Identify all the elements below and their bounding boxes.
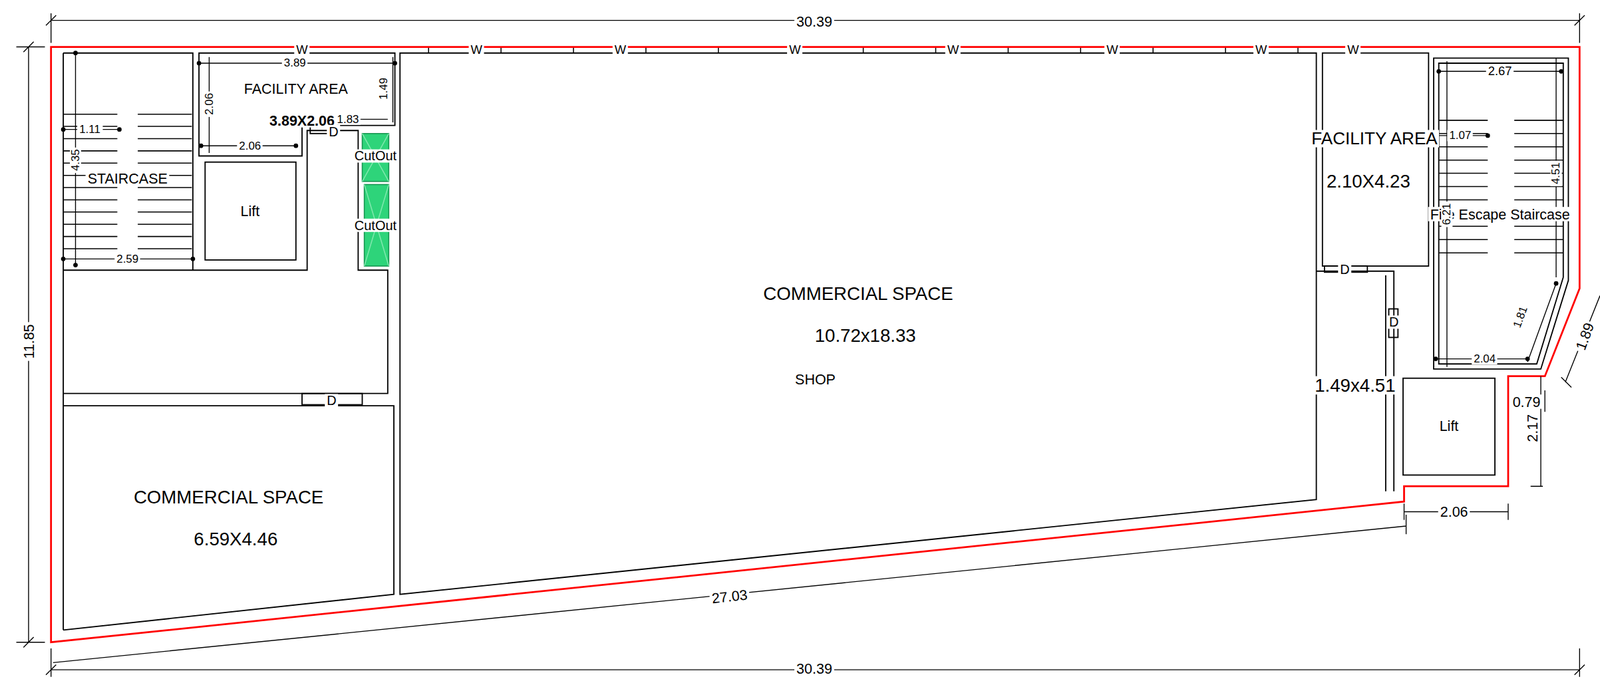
room-area: Lift [204,162,297,261]
dimension-label: 2.06 [236,140,263,152]
opening-mark: D [1387,315,1402,329]
dimension-label: 30.39 [794,13,835,28]
stair-treads [63,114,192,249]
dimension-label: 2.67 [1486,65,1515,78]
room-area: CutOut [347,184,404,267]
opening-mark: W [294,43,311,56]
room-label: FACILITY AREA [1309,129,1440,148]
opening-mark: D [324,393,339,408]
room-area: STAIRCASE [63,53,193,271]
dimension-label: 2.59 [114,253,141,265]
dimension-label: 2.17 [1525,412,1540,445]
room-area: COMMERCIAL SPACE 6.59X4.46 [63,405,394,631]
dimension-label: 2.06 [1438,504,1471,519]
dimension-label: 2.04 [1471,353,1498,365]
dimension-label: 1.49 [377,75,390,102]
dimension-label: 0.79 [1510,394,1543,409]
stair-treads [1439,120,1564,253]
dimension-label: 1.07 [1446,129,1473,142]
dimension-label: 3.89 [282,57,309,70]
room-label: CutOut [352,218,399,233]
facility-wall [1322,53,1430,267]
room-label: 2.10X4.23 [1324,172,1413,191]
room-area: FACILITY AREA 2.10X4.23 [1303,53,1445,267]
room-label: CutOut [352,149,399,163]
opening-mark: W [612,43,629,56]
shop-wall [399,53,1316,595]
lift-shaft [204,162,297,261]
dim-line [53,514,1407,663]
room-label: 1.49x4.51 [1312,376,1398,396]
dimension-label: 4.51 [1550,160,1563,187]
dimension-label: 1.11 [77,123,103,136]
room-label: Lift [238,204,262,219]
dimension-label: 6.21 [1440,200,1453,227]
dimension-label: 1.89 [1572,319,1598,354]
opening-mark: W [469,43,485,56]
room-label: FACILITY AREA [242,81,350,96]
room-label: COMMERCIAL SPACE [131,488,326,507]
room-area: CutOut [347,133,404,182]
room-label: STAIRCASE [85,171,170,186]
dimension-label: 4.35 [69,147,82,173]
opening-mark: W [1345,43,1362,56]
dim-line [1404,503,1509,521]
room-label: SHOP [793,372,838,387]
opening-mark: D [326,125,341,139]
dimension-lines [16,13,1600,678]
lift-shaft [1403,378,1495,476]
dim-line [45,648,1585,678]
dimension-label: 27.03 [709,587,751,607]
opening-mark: W [787,43,803,56]
room-area: Lift [1403,378,1495,476]
wall [62,53,64,631]
dim-line [63,53,193,266]
room-area: COMMERCIAL SPACE 10.72x18.33SHOP [399,53,1316,595]
dim-line [198,57,395,154]
room-area: Fire Escape Staircase [1412,57,1589,370]
walls [63,47,1569,631]
dimension-label: 1.83 [335,113,362,126]
room-label: COMMERCIAL SPACE [761,284,955,304]
dimension-label: 11.85 [21,321,36,361]
opening-mark: D [1337,262,1352,277]
room-area: 1.49x4.51 [1303,271,1406,496]
shop-wall [63,405,394,631]
room-label: 10.72x18.33 [812,326,919,346]
dim-line [1561,296,1600,388]
lobby-wall [63,130,388,394]
opening-mark: W [945,43,962,56]
dim-line [45,13,1585,43]
dim-line [16,41,46,648]
opening-mark: W [1253,43,1270,56]
dimension-dots [61,50,1564,362]
dimension-label: 2.06 [203,91,215,118]
opening-mark: W [1104,43,1121,56]
staircase-wall [63,53,193,271]
dimension-label: 1.81 [1510,303,1531,332]
room-label: Lift [1437,419,1461,434]
dimension-label: 30.39 [794,661,835,676]
room-label: 6.59X4.46 [191,530,280,549]
plot-boundary [51,47,1581,643]
